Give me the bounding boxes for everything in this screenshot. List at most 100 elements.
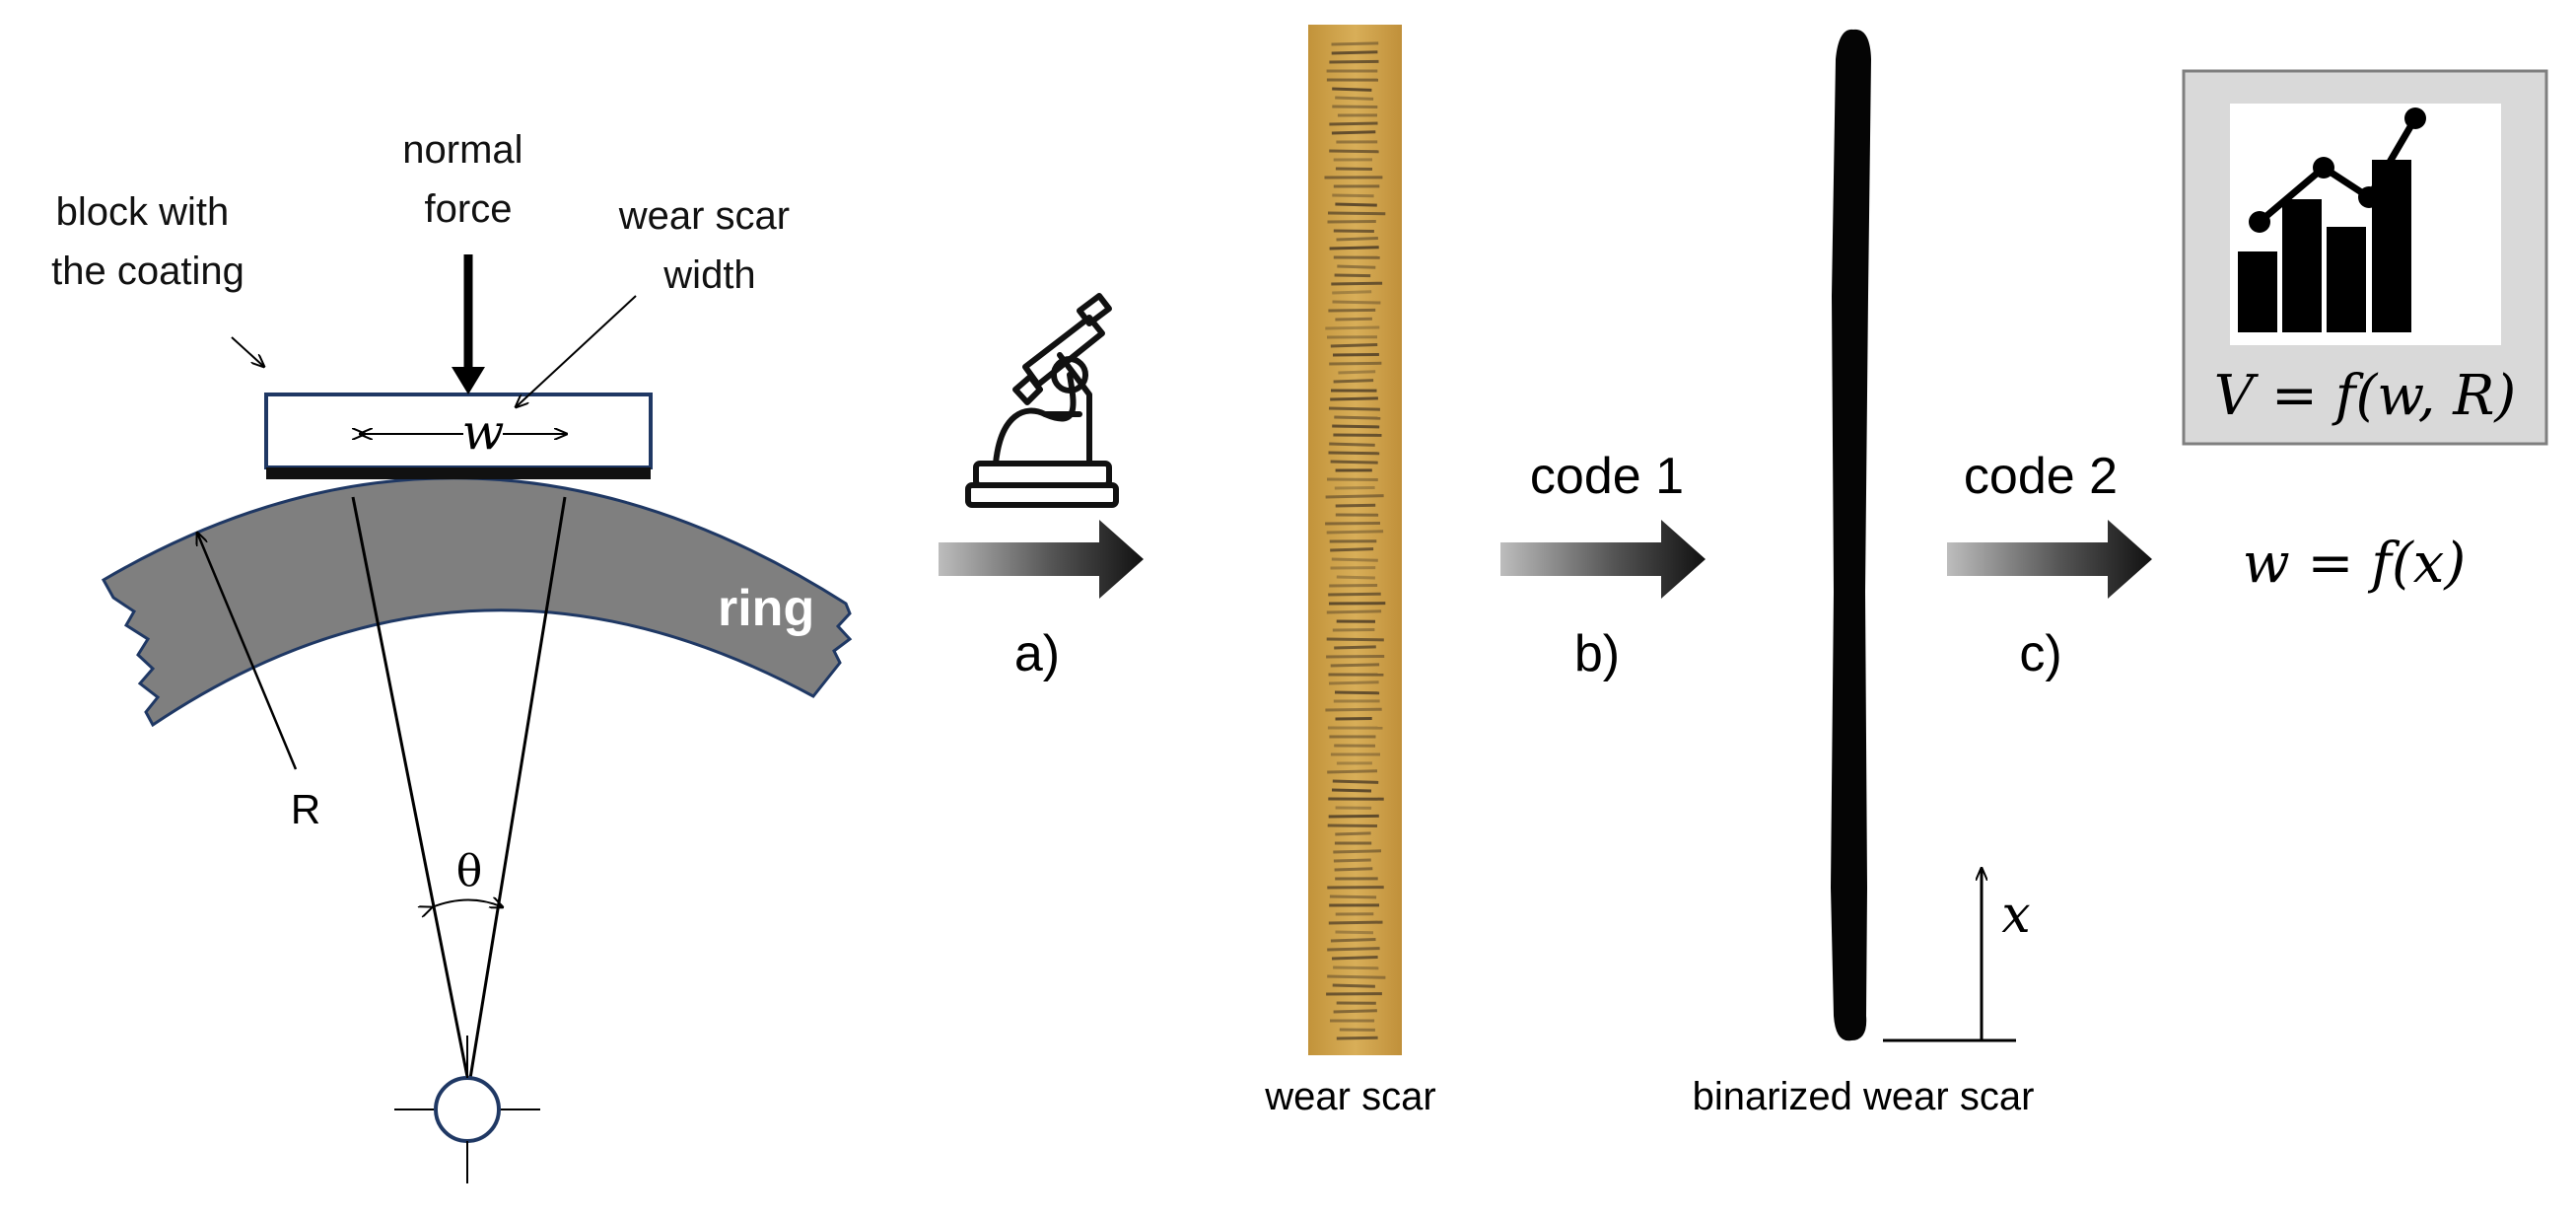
ring-label: ring — [718, 580, 814, 637]
microscope-icon — [965, 293, 1119, 508]
scratch-mark — [1332, 300, 1381, 305]
scratch-mark — [1331, 281, 1383, 286]
scratch-mark — [1334, 273, 1371, 278]
normal-force-label: normal force — [402, 128, 533, 231]
scratch-mark — [1328, 592, 1381, 597]
scratch-mark — [1329, 361, 1382, 366]
binarized-wear-scar: x binarized wear scar — [1693, 29, 2035, 1118]
scratch-mark — [1327, 974, 1386, 979]
block-label: block with the coating — [51, 190, 244, 293]
scratch-mark — [1327, 219, 1376, 224]
scratch-mark — [1336, 575, 1375, 580]
scratch-mark — [1327, 211, 1386, 216]
scratch-mark — [1327, 769, 1378, 774]
scratch-mark — [1338, 370, 1376, 375]
scratch-mark — [1333, 858, 1371, 863]
scratch-mark — [1334, 867, 1373, 872]
scratch-mark — [1331, 130, 1376, 135]
scratch-mark — [1334, 645, 1376, 650]
scratch-mark — [1327, 947, 1380, 952]
scratch-mark — [1330, 396, 1378, 401]
step-c-label: c) — [2019, 625, 2061, 682]
coated-block — [264, 393, 653, 469]
radial-line-right — [465, 496, 567, 1098]
step-a: a) — [939, 293, 1144, 682]
scratch-mark — [1336, 237, 1378, 242]
width-function-formula: w = f(x) — [2243, 532, 2466, 596]
volume-result-panel: V = f(w, R) — [2182, 69, 2548, 446]
scratch-mark — [1328, 406, 1380, 411]
volume-function-formula: V = f(w, R) — [2214, 364, 2516, 428]
scratch-mark — [1325, 494, 1384, 499]
scratch-mark — [1332, 424, 1380, 429]
scratch-mark — [1332, 87, 1372, 92]
scratch-mark — [1335, 202, 1377, 207]
scratch-mark — [1333, 379, 1374, 384]
scratch-mark — [1329, 121, 1378, 126]
scratch-mark — [1332, 627, 1375, 632]
angle-arc — [432, 900, 503, 908]
scratch-mark — [1329, 246, 1379, 250]
scratch-mark — [1332, 983, 1375, 988]
radius-pointer — [197, 533, 298, 770]
scratch-mark — [1328, 451, 1380, 456]
scratch-mark — [1336, 1036, 1378, 1040]
scratch-mark — [1335, 96, 1374, 101]
scratch-mark — [1332, 290, 1372, 295]
angle-label: θ — [456, 846, 483, 896]
scratch-mark — [1326, 477, 1378, 482]
scratch-mark — [1332, 779, 1379, 784]
scar-width-pointer — [516, 295, 637, 407]
scratch-mark — [1327, 823, 1378, 828]
scratch-mark — [1333, 229, 1374, 234]
step-b: code 1 b) — [1500, 448, 1706, 682]
binarized-caption: binarized wear scar — [1693, 1075, 2035, 1118]
scratch-mark — [1335, 167, 1373, 172]
scratch-mark — [1328, 920, 1383, 925]
binarized-scar-shape — [1831, 29, 1871, 1041]
scratch-mark — [1325, 325, 1380, 330]
scratch-mark — [1331, 788, 1372, 793]
scratch-mark — [1330, 663, 1380, 668]
scratch-mark — [1331, 50, 1378, 55]
step-a-label: a) — [1014, 625, 1060, 682]
scratch-mark — [1328, 814, 1379, 819]
scratch-mark — [1335, 503, 1376, 508]
scratch-mark — [1326, 609, 1382, 614]
scratch-mark — [1335, 930, 1374, 935]
scratch-mark — [1330, 547, 1374, 552]
scratch-mark — [1334, 690, 1380, 695]
scratch-mark — [1330, 343, 1378, 348]
scratch-mark — [1328, 680, 1379, 685]
scratch-mark — [1328, 308, 1376, 313]
scratch-mark — [1332, 193, 1374, 198]
scratch-mark — [1334, 415, 1381, 420]
scratch-mark — [1334, 485, 1375, 490]
scratch-mark — [1335, 831, 1371, 836]
scratch-mark — [1331, 41, 1379, 46]
scratch-mark — [1337, 264, 1376, 269]
radial-line-left — [351, 496, 473, 1098]
arrow-right-icon — [1500, 520, 1706, 599]
wear-scar-caption: wear scar — [1264, 1075, 1435, 1118]
radius-label: R — [291, 786, 320, 832]
scratch-mark — [1329, 149, 1379, 154]
width-symbol: w — [462, 403, 505, 461]
scratch-mark — [1331, 956, 1378, 961]
block-on-ring-setup: ring w normal force block with the coati… — [51, 128, 853, 1183]
arrow-right-icon — [1947, 520, 2152, 599]
scratch-mark — [1333, 849, 1382, 854]
scar-width-label: wear scar width — [618, 194, 801, 297]
scratch-mark — [1329, 442, 1375, 447]
chart-icon — [2238, 107, 2426, 332]
step-c: code 2 c) — [1947, 448, 2152, 682]
step-c-code-label: code 2 — [1964, 448, 2118, 505]
scratch-mark — [1326, 530, 1384, 535]
arrow-right-icon — [939, 520, 1144, 599]
scratch-mark — [1329, 59, 1379, 64]
scratch-mark — [1326, 637, 1384, 642]
scratch-mark — [1325, 707, 1382, 712]
ring — [101, 476, 853, 728]
scratch-mark — [1333, 966, 1379, 970]
